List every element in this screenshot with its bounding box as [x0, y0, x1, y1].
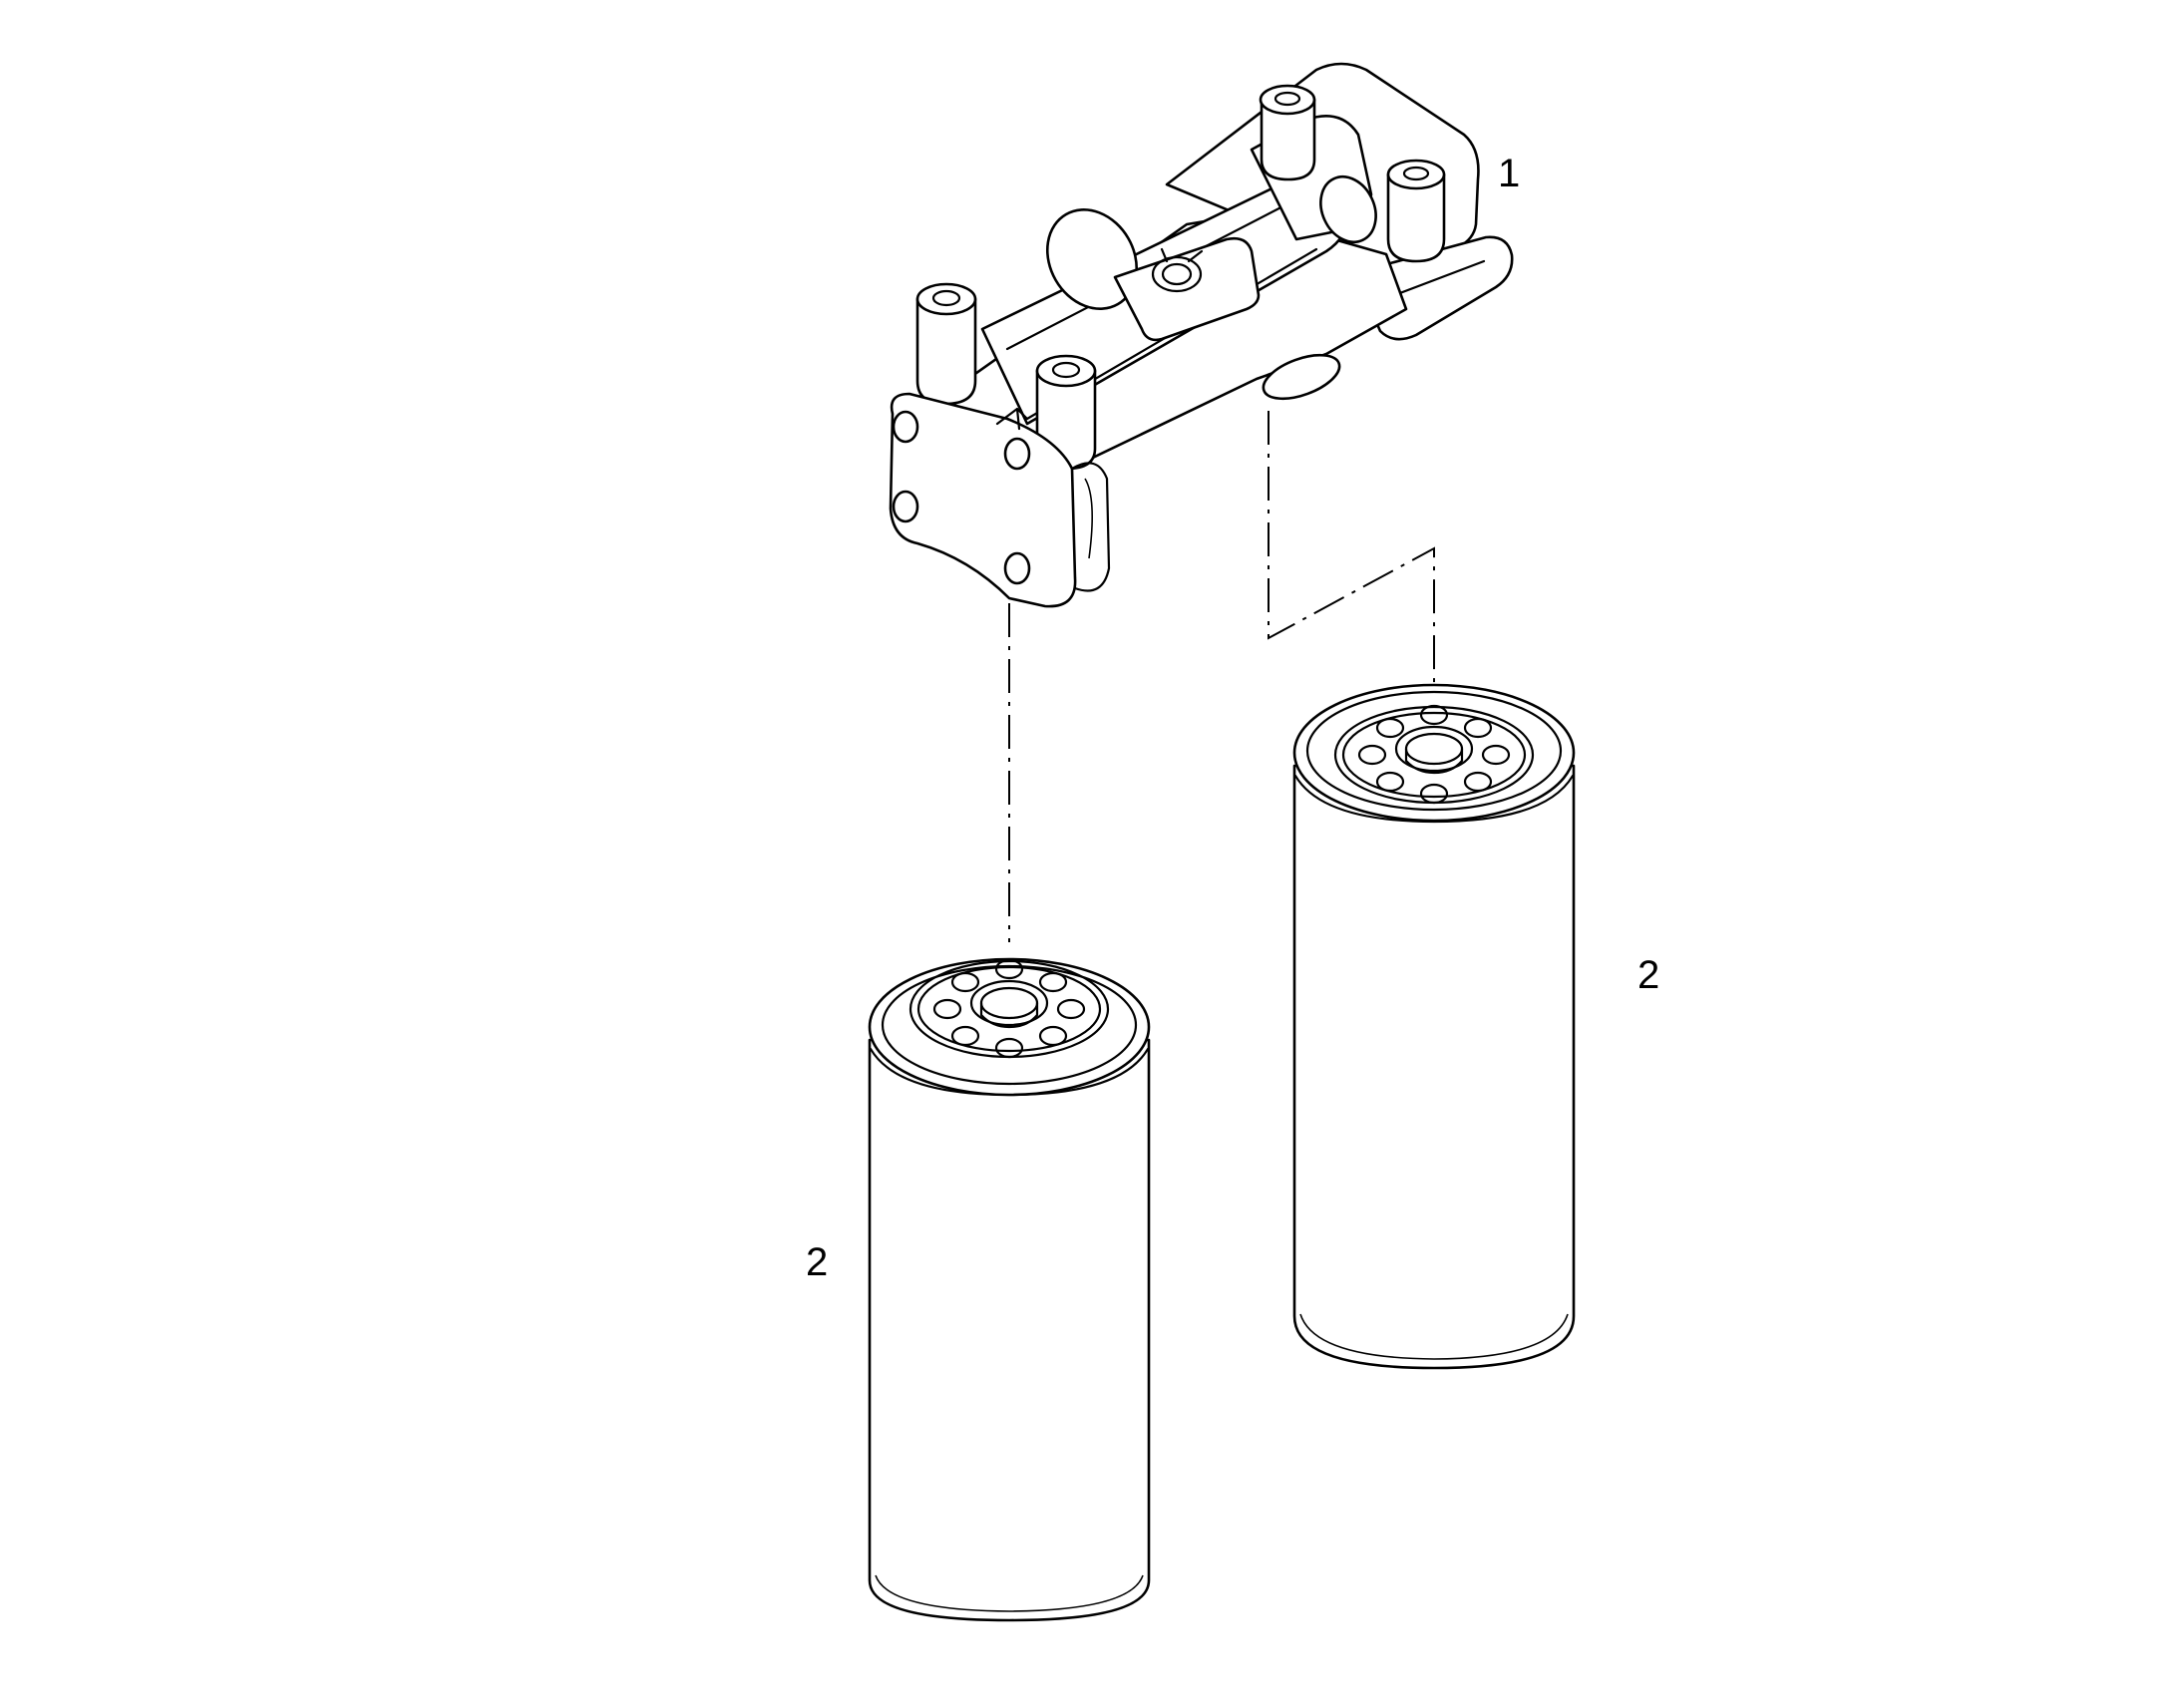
- mounting-boss-3: [1259, 84, 1316, 181]
- assembly-centerlines: [1008, 411, 1435, 942]
- callout-item-2-left: 2: [806, 1240, 828, 1284]
- front-flange: [889, 392, 1111, 608]
- spin-on-filter-left: [868, 957, 1151, 1622]
- mounting-boss-4: [1386, 159, 1446, 263]
- callout-item-2-right: 2: [1637, 953, 1659, 997]
- filter-head-assembly: [889, 62, 1514, 608]
- mounting-boss-1: [915, 282, 977, 406]
- spin-on-filter-right: [1292, 683, 1576, 1370]
- callout-item-1: 1: [1498, 152, 1520, 195]
